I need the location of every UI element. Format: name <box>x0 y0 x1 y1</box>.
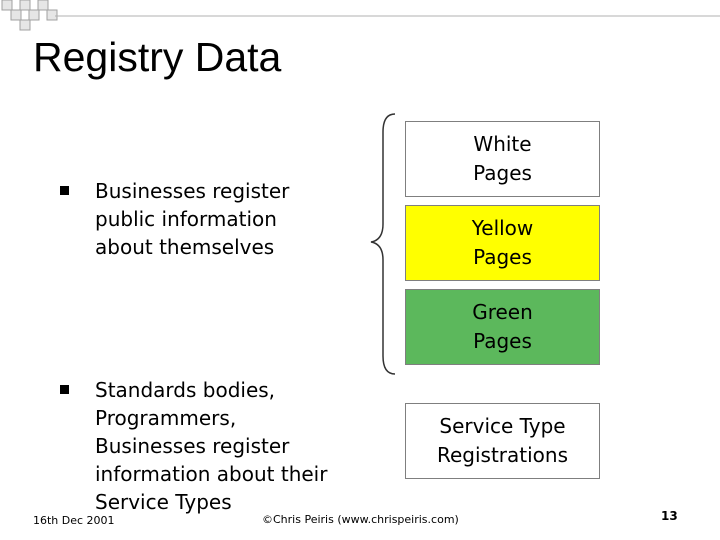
bullet-item-businesses: Businesses register public information a… <box>60 177 360 267</box>
bullet-item-standards: Standards bodies, Programmers, Businesse… <box>60 376 380 521</box>
slide-title: Registry Data <box>33 34 282 80</box>
header-decoration <box>1 0 720 31</box>
yellow-pages-box: Yellow Pages <box>405 205 600 281</box>
page-number: 13 <box>661 509 678 523</box>
bullet-text: Standards bodies, Programmers, Businesse… <box>95 378 328 514</box>
footer-date: 16th Dec 2001 <box>33 514 115 527</box>
decoration-squares <box>1 0 58 31</box>
footer-copyright: ©Chris Peiris (www.chrispeiris.com) <box>262 513 459 526</box>
white-pages-box: White Pages <box>405 121 600 197</box>
service-type-registrations-box: Service Type Registrations <box>405 403 600 479</box>
bullet-square-icon <box>60 385 69 394</box>
bullet-text: Businesses register public information a… <box>95 179 290 259</box>
curly-brace <box>370 113 396 375</box>
bullet-square-icon <box>60 186 69 195</box>
green-pages-box: Green Pages <box>405 289 600 365</box>
